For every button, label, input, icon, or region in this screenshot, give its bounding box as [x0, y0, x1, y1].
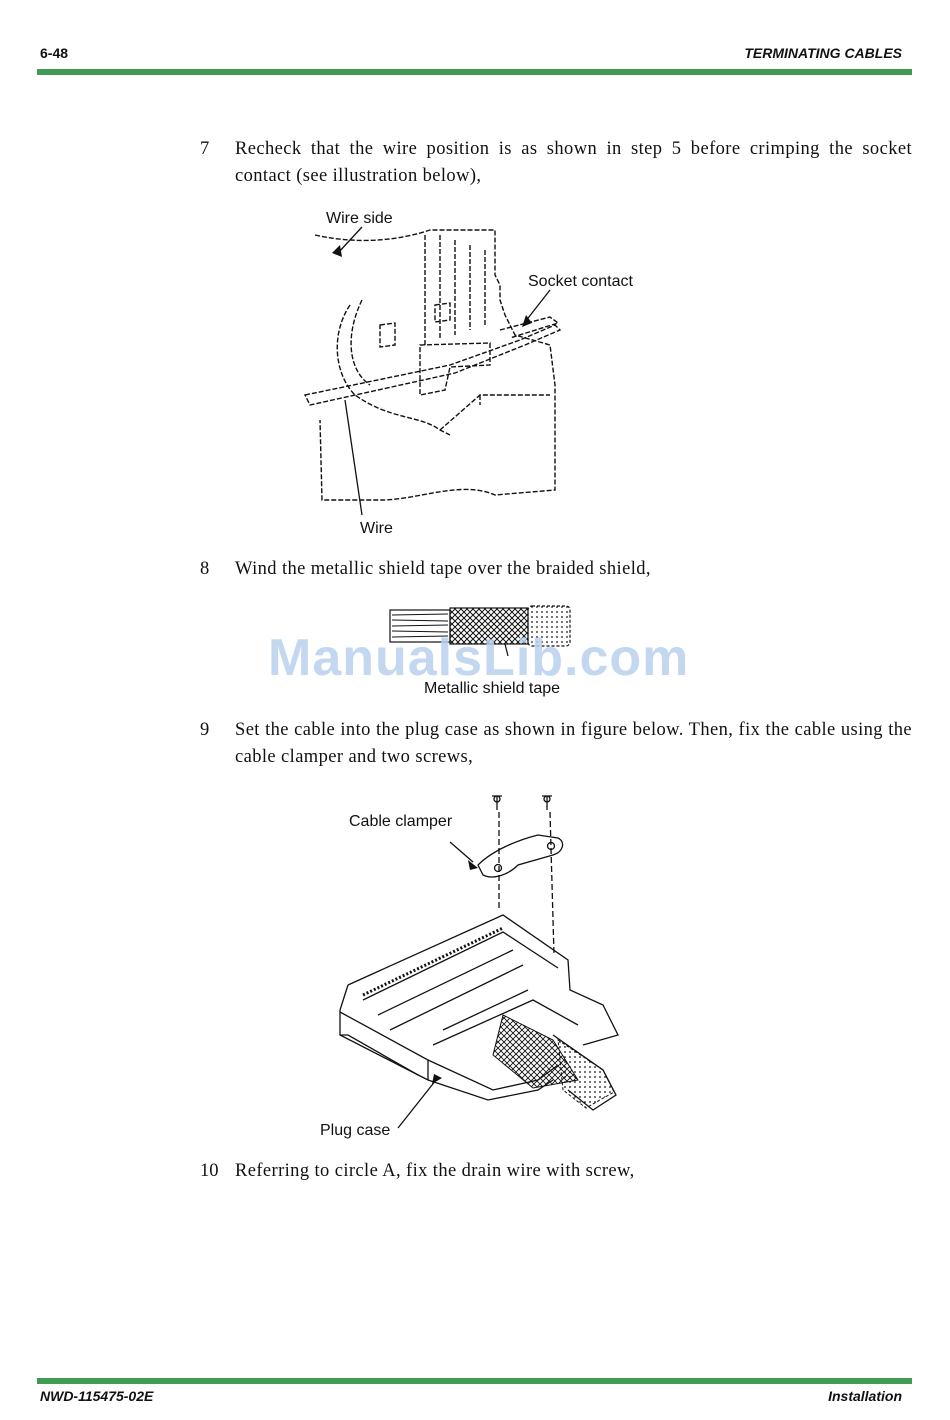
- step-8: 8 Wind the metallic shield tape over the…: [200, 556, 912, 583]
- shield-tape-illustration: [389, 605, 571, 657]
- footer-rule: [37, 1378, 912, 1384]
- shield-tape-figure: Metallic shield tape: [380, 600, 590, 705]
- step-text: Referring to circle A, fix the drain wir…: [235, 1161, 635, 1181]
- page-number: 6-48: [40, 45, 69, 61]
- step-text: Wind the metallic shield tape over the b…: [235, 559, 651, 579]
- step-text: Recheck that the wire position is as sho…: [235, 139, 912, 186]
- label-cable-clamper: Cable clamper: [349, 813, 453, 830]
- step-10: 10 Referring to circle A, fix the drain …: [200, 1158, 912, 1185]
- plug-case-illustration: [339, 795, 619, 1129]
- socket-contact-figure: Wire side Socket contact Wire: [300, 205, 660, 545]
- step-text: Set the cable into the plug case as show…: [235, 720, 912, 767]
- label-wire-side: Wire side: [326, 210, 393, 227]
- step-number: 7: [200, 139, 210, 159]
- header-rule: [37, 69, 912, 75]
- watermark: ManualsLib.com: [268, 629, 690, 687]
- step-number: 8: [200, 559, 210, 579]
- step-number: 9: [200, 720, 210, 740]
- step-9: 9 Set the cable into the plug case as sh…: [200, 717, 912, 771]
- step-7: 7 Recheck that the wire position is as s…: [200, 136, 912, 190]
- label-plug-case: Plug case: [320, 1122, 391, 1139]
- plug-case-figure: Cable clamper Plug case: [318, 790, 628, 1150]
- chapter-name: Installation: [828, 1388, 902, 1404]
- socket-contact-illustration: [303, 226, 562, 516]
- label-socket-contact: Socket contact: [528, 273, 633, 290]
- document-number: NWD-115475-02E: [40, 1388, 154, 1404]
- label-wire: Wire: [360, 520, 393, 537]
- label-shield-tape: Metallic shield tape: [424, 680, 561, 697]
- step-number: 10: [200, 1161, 219, 1181]
- section-title: TERMINATING CABLES: [744, 45, 902, 61]
